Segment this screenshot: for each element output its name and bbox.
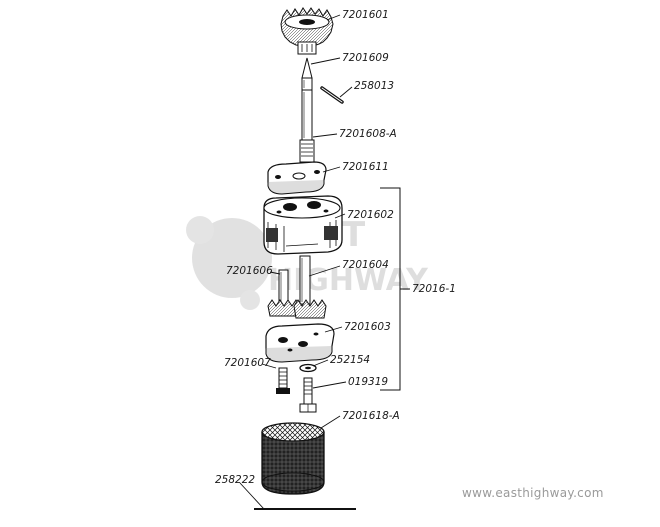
drain-plug xyxy=(276,367,290,394)
part-labels: 7201601 7201609 258013 7201608-A 7201611… xyxy=(215,9,456,486)
pin xyxy=(320,86,344,104)
label-258013: 258013 xyxy=(354,80,394,92)
website-watermark: www.easthighway.com xyxy=(462,486,604,500)
main-shaft xyxy=(299,89,315,163)
label-7201609: 7201609 xyxy=(342,52,389,64)
label-7201611: 7201611 xyxy=(342,161,389,173)
assembly-bracket xyxy=(380,187,410,391)
idler-gear xyxy=(267,269,301,317)
bottom-cover-plate xyxy=(265,323,335,363)
bolt xyxy=(299,377,317,413)
label-7201607: 7201607 xyxy=(224,357,271,369)
label-019319: 019319 xyxy=(348,376,388,388)
label-258222: 258222 xyxy=(215,474,255,486)
drive-gear xyxy=(293,255,327,319)
label-7201608-a: 7201608-A xyxy=(339,128,397,140)
label-assembly-72016-1: 72016-1 xyxy=(412,283,456,295)
logo-line-2: HIGHWAY xyxy=(268,263,429,298)
label-7201606: 7201606 xyxy=(226,265,273,277)
label-7201618-a: 7201618-A xyxy=(342,410,400,422)
shaft-tip xyxy=(301,57,313,91)
label-7201602: 7201602 xyxy=(347,209,394,221)
label-7201603: 7201603 xyxy=(344,321,391,333)
leader-lines xyxy=(239,14,353,510)
top-gear xyxy=(280,7,334,55)
pump-body xyxy=(263,195,343,255)
lock-washer xyxy=(299,363,317,373)
label-252154: 252154 xyxy=(330,354,370,366)
label-7201601: 7201601 xyxy=(342,9,389,21)
oil-screen xyxy=(261,422,325,495)
top-cover-plate xyxy=(267,161,327,195)
label-7201604: 7201604 xyxy=(342,259,389,271)
